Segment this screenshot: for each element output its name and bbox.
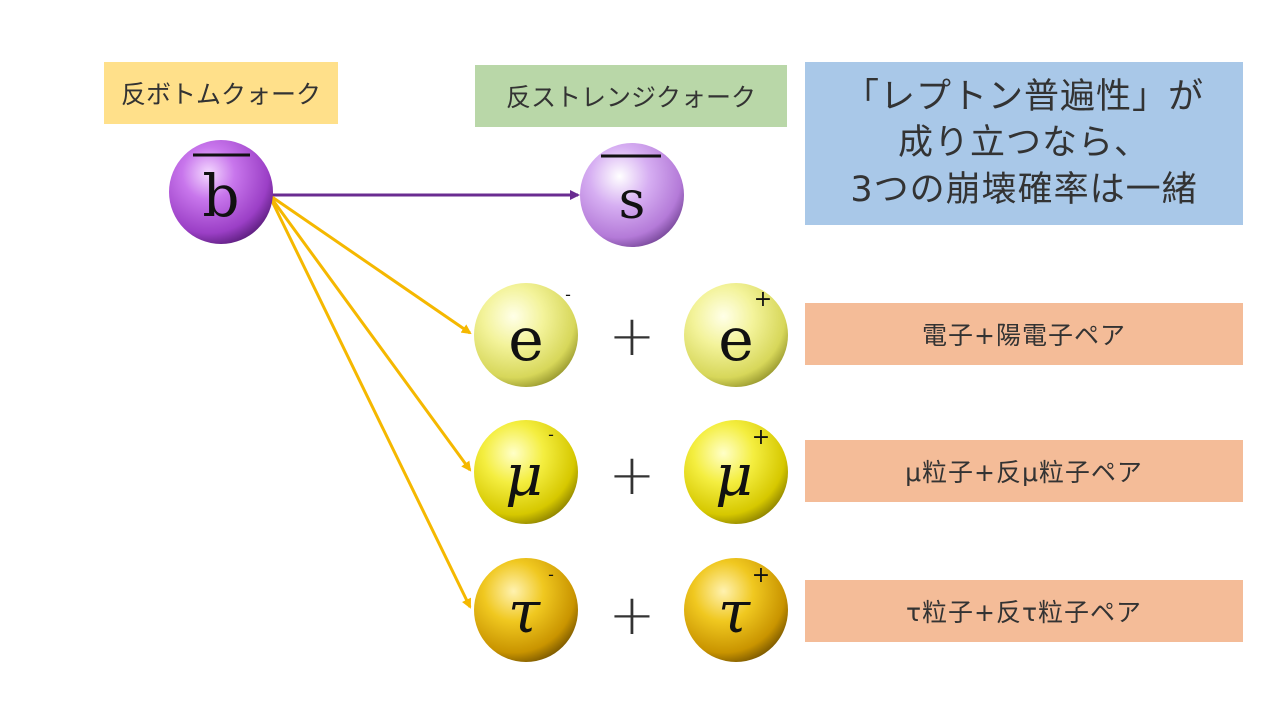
muon-pair-label: μ粒子+反μ粒子ペア	[805, 440, 1243, 502]
arrow-to-electron	[271, 195, 472, 335]
anti-tau-ball	[684, 558, 788, 662]
electron-charge: -	[565, 285, 571, 304]
anti-muon-ball	[684, 420, 788, 524]
arrow-to-muon	[270, 198, 472, 472]
anti-muon-charge: +	[752, 425, 770, 450]
universality-line-3: 3つの崩壊確率は一緒	[850, 169, 1198, 210]
universality-line-1: 「レプトン普遍性」が	[843, 77, 1204, 118]
plus-sign-muon-row: +	[609, 443, 656, 508]
electron-pair-label: 電子+陽電子ペア	[805, 303, 1243, 365]
lepton-universality-note: 「レプトン普遍性」が 成り立つなら、 3つの崩壊確率は一緒	[805, 62, 1243, 225]
muon-symbol: μ	[505, 441, 543, 509]
anti-tau-charge: +	[752, 563, 770, 588]
electron-symbol: e	[508, 305, 544, 375]
positron-symbol: e	[718, 305, 754, 375]
anti-bottom-symbol: b	[202, 162, 239, 230]
tau-charge: -	[548, 565, 554, 584]
anti-tau-symbol: τ	[718, 578, 751, 646]
tau-symbol: τ	[508, 578, 541, 646]
anti-strange-quark-label: 反ストレンジクォーク	[475, 65, 787, 127]
positron-charge: +	[754, 287, 772, 312]
positron-ball	[684, 283, 788, 387]
muon-charge: -	[548, 425, 554, 444]
arrow-to-tau	[270, 200, 472, 609]
anti-bottom-quark-label: 反ボトムクォーク	[104, 62, 338, 124]
universality-line-2: 成り立つなら、	[897, 123, 1150, 164]
tau-ball	[474, 558, 578, 662]
muon-ball	[474, 420, 578, 524]
anti-strange-quark-ball	[580, 143, 684, 247]
electron-ball	[474, 283, 578, 387]
anti-strange-symbol: s	[619, 171, 646, 231]
plus-sign-electron-row: +	[609, 304, 656, 369]
plus-sign-tau-row: +	[609, 583, 656, 648]
tau-pair-label: τ粒子+反τ粒子ペア	[805, 580, 1243, 642]
anti-bottom-quark-ball	[169, 140, 273, 244]
anti-muon-symbol: μ	[715, 441, 753, 509]
